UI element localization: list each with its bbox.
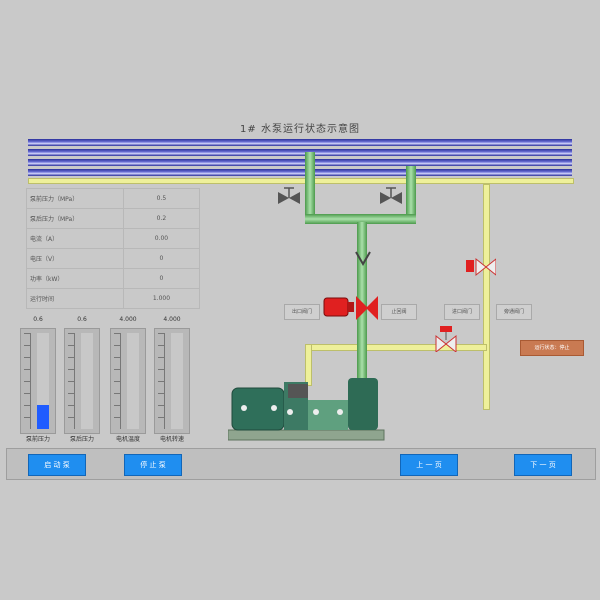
electric-valve-icon[interactable]: [322, 292, 378, 324]
param-value: 0.5: [122, 188, 201, 209]
blue-pipe-4: [28, 169, 572, 176]
gauge-4: [154, 328, 190, 434]
green-pipe-left-drop: [305, 152, 315, 222]
param-label: 泵后压力（MPa）: [26, 208, 124, 229]
blue-pipe-1: [28, 139, 572, 146]
gauge-fill: [37, 405, 49, 429]
pump-motor-icon[interactable]: [227, 372, 388, 442]
param-value: 0: [122, 248, 201, 269]
gauge-top-label-1: 0.6: [33, 316, 43, 323]
tag-bypass-valve: 旁通阀门: [496, 304, 532, 320]
param-value: 0: [122, 268, 201, 289]
param-label: 电压（V）: [26, 248, 124, 269]
gauge-1: [20, 328, 56, 434]
table-row: 泵前压力（MPa）0.5: [26, 188, 201, 209]
yellow-pipe-mid-horizontal: [305, 344, 487, 351]
manual-valve-icon[interactable]: [434, 326, 458, 354]
bypass-valve-icon[interactable]: [466, 256, 497, 278]
yellow-pipe-left-drop: [305, 344, 312, 386]
gauge-top-label-4: 4.000: [163, 316, 181, 323]
table-row: 功率（kW）0: [26, 268, 201, 289]
yellow-pipe-right-vertical: [483, 184, 490, 410]
blue-pipe-3: [28, 159, 572, 166]
gauge-bottom-label-3: 电机温度: [115, 436, 140, 443]
param-label: 泵前压力（MPa）: [26, 188, 124, 209]
gauge-3: [110, 328, 146, 434]
param-label: 运行时间: [26, 288, 124, 309]
gate-valve-left-icon[interactable]: [276, 186, 302, 210]
param-label: 电流（A）: [26, 228, 124, 249]
yellow-pipe-top: [28, 178, 574, 184]
table-row: 电流（A）0.00: [26, 228, 201, 249]
parameter-table: 泵前压力（MPa）0.5 泵后压力（MPa）0.2 电流（A）0.00 电压（V…: [26, 188, 201, 309]
gauge-bottom-label-4: 电机转速: [159, 436, 184, 443]
gauge-top-label-2: 0.6: [77, 316, 87, 323]
start-pump-button[interactable]: 启 动 泵: [28, 454, 86, 476]
next-page-button[interactable]: 下 一 页: [514, 454, 572, 476]
tag-outlet-valve: 出口阀门: [284, 304, 320, 320]
table-row: 电压（V）0: [26, 248, 201, 269]
stop-pump-button[interactable]: 停 止 泵: [124, 454, 182, 476]
page-title: 1# 水泵运行状态示意图: [240, 124, 360, 135]
param-value: 0.2: [122, 208, 201, 229]
param-value: 0.00: [122, 228, 201, 249]
gauge-bottom-label-2: 泵后压力: [69, 436, 94, 443]
blue-pipe-2: [28, 149, 572, 156]
tag-check-valve: 止回阀: [381, 304, 417, 320]
gauge-bottom-label-1: 泵前压力: [25, 436, 50, 443]
gate-valve-right-icon[interactable]: [378, 186, 404, 210]
param-label: 功率（kW）: [26, 268, 124, 289]
status-box: 运行状态：停止: [520, 340, 584, 356]
tag-inlet-valve: 进口阀门: [444, 304, 480, 320]
gauge-2: [64, 328, 100, 434]
green-pipe-right-drop: [406, 166, 416, 222]
table-row: 泵后压力（MPa）0.2: [26, 208, 201, 229]
check-valve-icon[interactable]: [352, 248, 374, 268]
param-value: 1.000: [122, 288, 201, 309]
prev-page-button[interactable]: 上 一 页: [400, 454, 458, 476]
bottom-toolbar: [6, 448, 596, 480]
green-pipe-crossover: [305, 214, 416, 224]
gauge-top-label-3: 4.000: [119, 316, 137, 323]
